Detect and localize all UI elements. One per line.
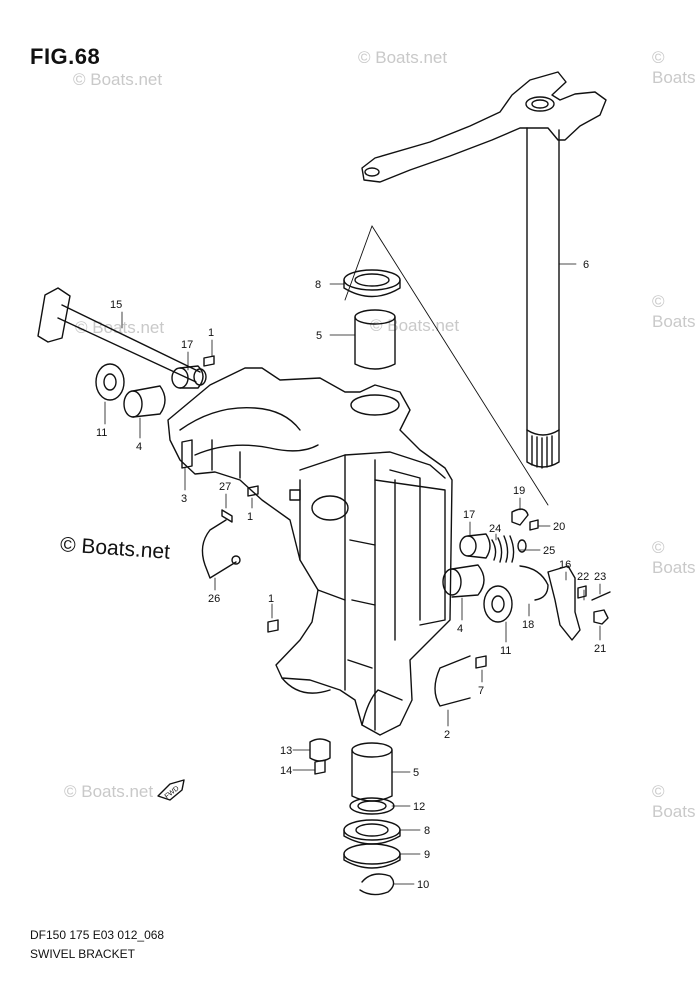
callout-25: 25 bbox=[543, 545, 555, 557]
bolt-part bbox=[247, 485, 259, 497]
bolt-part bbox=[203, 355, 215, 367]
callout-16: 16 bbox=[559, 559, 571, 571]
callout-6: 6 bbox=[583, 259, 589, 271]
watermark: © Boats.net bbox=[358, 48, 448, 67]
callout-17: 17 bbox=[181, 339, 193, 351]
callout-2: 2 bbox=[444, 729, 450, 741]
watermark: © Boats.net bbox=[652, 782, 696, 821]
bushing-upper-part bbox=[354, 309, 396, 370]
collar-part bbox=[517, 539, 527, 553]
bush-left-part bbox=[171, 365, 204, 389]
bushing-right-part bbox=[442, 564, 485, 598]
callout-20: 20 bbox=[553, 521, 565, 533]
bolt-part bbox=[475, 655, 487, 669]
callout-18: 18 bbox=[522, 619, 534, 631]
washer-lower-3-part bbox=[343, 843, 401, 869]
callout-26: 26 bbox=[208, 593, 220, 605]
footer-code: DF150 175 E03 012_068 bbox=[30, 928, 165, 942]
clip-part bbox=[511, 508, 529, 526]
footer-name: SWIVEL BRACKET bbox=[30, 947, 135, 961]
callout-15: 15 bbox=[110, 299, 122, 311]
clip-part bbox=[181, 439, 193, 469]
steering-arm-shaft-part bbox=[361, 71, 607, 469]
watermark: © Boats.net bbox=[73, 70, 163, 89]
lead-wire-part bbox=[201, 509, 241, 579]
bushing-lower-part bbox=[351, 742, 393, 802]
bushing-left-part bbox=[123, 385, 166, 418]
callout-3: 3 bbox=[181, 493, 187, 505]
swivel-bracket-body bbox=[167, 367, 453, 736]
callout-1: 1 bbox=[208, 327, 214, 339]
callout-1: 1 bbox=[247, 511, 253, 523]
callout-5: 5 bbox=[413, 767, 419, 779]
spring-part bbox=[491, 535, 515, 563]
lead-wire-part bbox=[434, 655, 471, 707]
bolt-part bbox=[267, 619, 279, 633]
washer-lower-part bbox=[349, 797, 395, 815]
washer-upper-part bbox=[343, 269, 401, 298]
callout-23: 23 bbox=[594, 571, 606, 583]
watermark: © Boats.net bbox=[652, 538, 696, 577]
callout-10: 10 bbox=[417, 879, 429, 891]
callout-13: 13 bbox=[280, 745, 292, 757]
callout-24: 24 bbox=[489, 523, 501, 535]
callout-21: 21 bbox=[594, 643, 606, 655]
bush-right-part bbox=[459, 533, 491, 559]
callout-5: 5 bbox=[316, 330, 322, 342]
callout-4: 4 bbox=[457, 623, 463, 635]
watermark: © Boats.net bbox=[652, 48, 696, 87]
callout-19: 19 bbox=[513, 485, 525, 497]
callout-9: 9 bbox=[424, 849, 430, 861]
callout-12: 12 bbox=[413, 801, 425, 813]
snap-ring-part bbox=[359, 873, 395, 896]
washer-lower-2-part bbox=[343, 819, 401, 845]
callout-8: 8 bbox=[315, 279, 321, 291]
plate-part bbox=[547, 565, 581, 641]
callout-22: 22 bbox=[577, 571, 589, 583]
callout-1: 1 bbox=[268, 593, 274, 605]
cap-part bbox=[309, 738, 331, 762]
figure-title: FIG.68 bbox=[30, 44, 101, 69]
watermark: © Boats.net bbox=[64, 782, 154, 801]
washer-right-part bbox=[483, 585, 513, 623]
callout-7: 7 bbox=[478, 685, 484, 697]
fwd-arrow-icon bbox=[157, 779, 185, 801]
watermark: © Boats.net bbox=[652, 292, 696, 331]
callout-8: 8 bbox=[424, 825, 430, 837]
washer-small-part bbox=[577, 585, 587, 599]
callout-11: 11 bbox=[96, 427, 107, 439]
nut-part bbox=[593, 609, 609, 625]
washer-left-part bbox=[95, 363, 125, 401]
pin-part bbox=[591, 591, 611, 601]
callout-11: 11 bbox=[500, 645, 511, 657]
bolt-part bbox=[314, 759, 326, 775]
callout-14: 14 bbox=[280, 765, 292, 777]
callout-27: 27 bbox=[219, 481, 231, 493]
callout-17: 17 bbox=[463, 509, 475, 521]
callout-4: 4 bbox=[136, 441, 142, 453]
lever-part bbox=[519, 565, 549, 601]
bolt-part bbox=[529, 519, 539, 531]
